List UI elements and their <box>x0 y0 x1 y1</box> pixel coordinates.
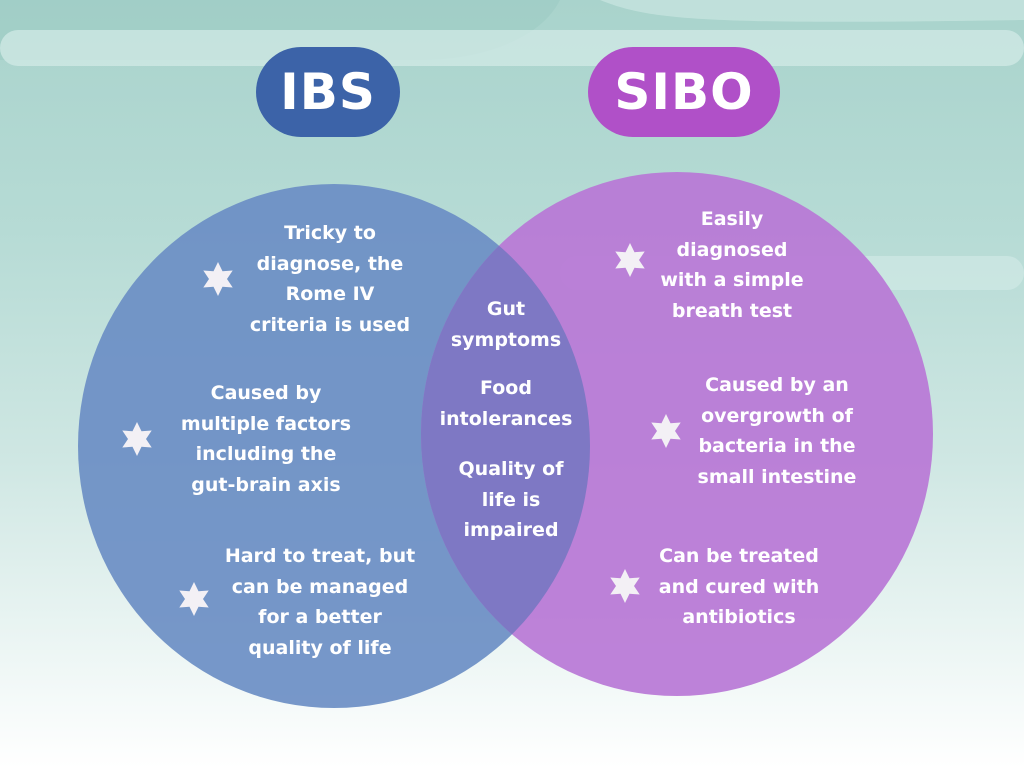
background-band <box>0 30 1024 66</box>
shared-point-food-intolerances: Food intolerances <box>439 377 573 430</box>
shared-point-gut-symptoms: Gut symptoms <box>450 298 562 351</box>
shared-point-quality-of-life: Quality of life is impaired <box>458 458 564 541</box>
ibs-point-diagnosis: Tricky to diagnose, the Rome IV criteria… <box>249 222 411 336</box>
six-point-star-icon <box>651 414 681 448</box>
ibs-label: IBS <box>256 47 400 137</box>
sibo-point-diagnosis: Easily diagnosed with a simple breath te… <box>660 208 804 322</box>
ibs-point-cause: Caused by multiple factors including the… <box>180 382 352 496</box>
bullet-star-ibs-3 <box>179 582 209 616</box>
background-wave <box>600 0 1024 22</box>
bullet-star-ibs-1 <box>203 262 233 296</box>
bullet-star-ibs-2 <box>122 422 152 456</box>
sibo-label: SIBO <box>588 47 780 137</box>
six-point-star-icon <box>615 243 645 277</box>
six-point-star-icon <box>122 422 152 456</box>
bullet-star-sibo-3 <box>610 569 640 603</box>
ibs-point-treatment: Hard to treat, but can be managed for a … <box>224 545 416 659</box>
six-point-star-icon <box>203 262 233 296</box>
bullet-star-sibo-1 <box>615 243 645 277</box>
sibo-point-treatment: Can be treated and cured with antibiotic… <box>658 545 820 628</box>
six-point-star-icon <box>179 582 209 616</box>
sibo-point-cause: Caused by an overgrowth of bacteria in t… <box>697 374 857 488</box>
six-point-star-icon <box>610 569 640 603</box>
bullet-star-sibo-2 <box>651 414 681 448</box>
